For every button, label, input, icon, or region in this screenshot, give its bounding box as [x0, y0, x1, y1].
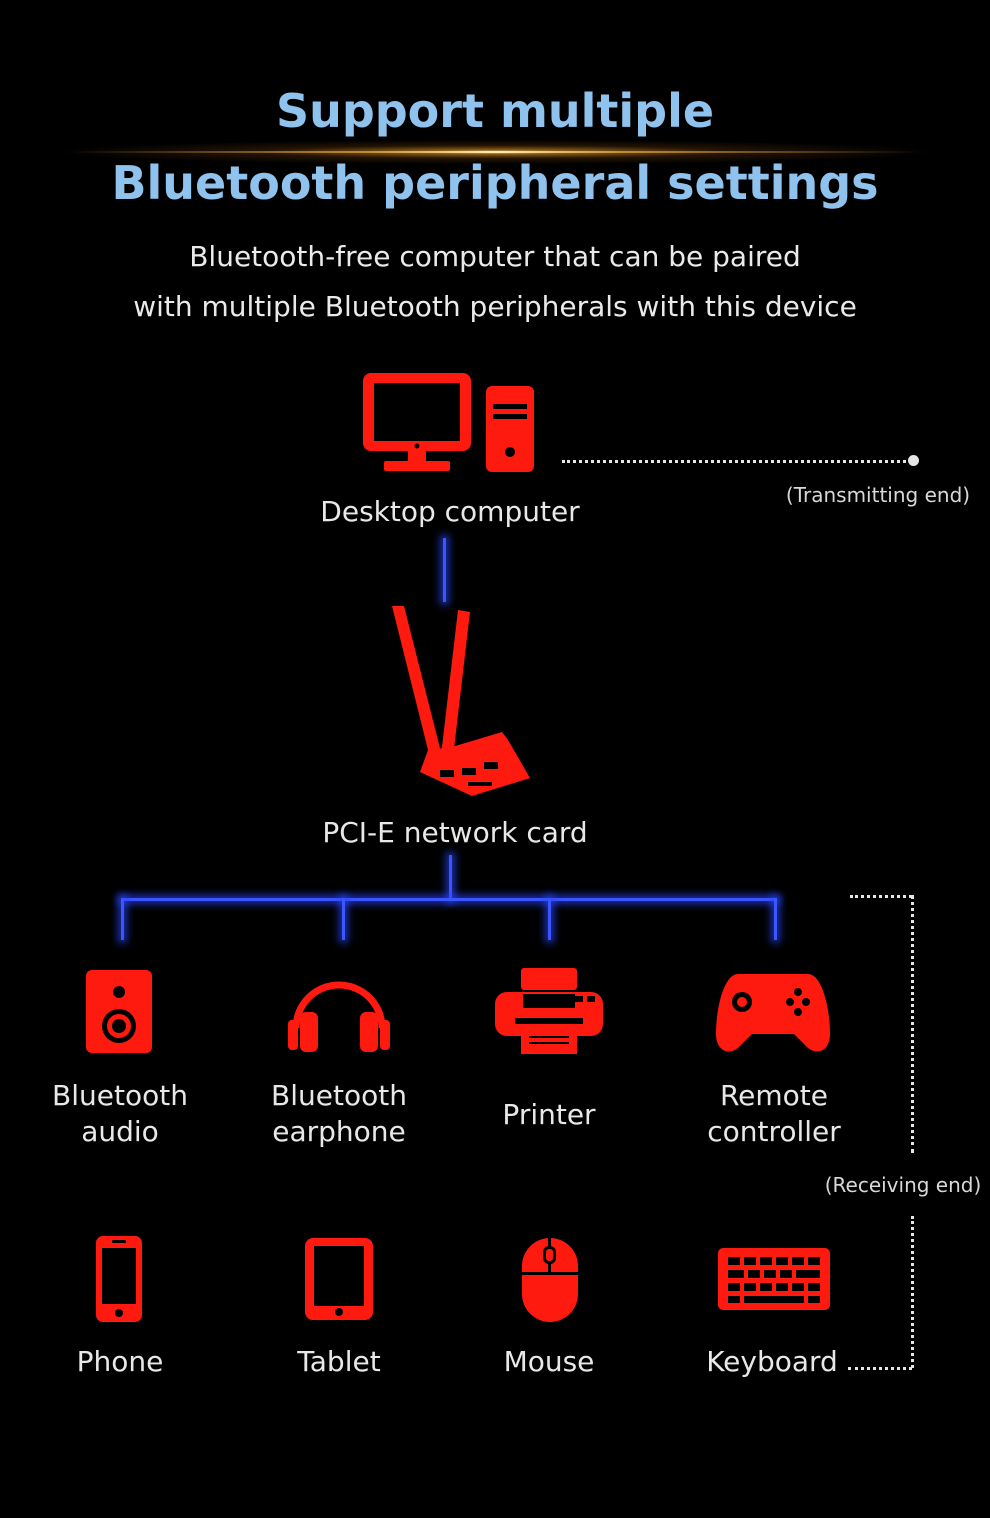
pcie-card-label: PCI-E network card [322, 816, 588, 849]
remote-controller-label-1: Remote [719, 1079, 829, 1112]
receive-dotted-top [850, 895, 912, 898]
bluetooth-earphone-label-1: Bluetooth [271, 1079, 407, 1112]
headphones-icon [284, 968, 394, 1054]
keyboard-icon [716, 1246, 832, 1312]
receive-dotted-upper [911, 895, 914, 1153]
printer-icon [493, 966, 605, 1056]
transmitting-end-note: (Transmitting end) [785, 483, 971, 507]
card-trunk-connector [449, 855, 452, 900]
subtitle-line-2: with multiple Bluetooth peripherals with… [133, 290, 857, 323]
remote-controller-label-2: controller [707, 1115, 841, 1148]
transmit-dot [908, 455, 919, 466]
mouse-icon [520, 1236, 580, 1324]
phone-icon [94, 1234, 144, 1324]
keyboard-label: Keyboard [706, 1345, 838, 1378]
gamepad-icon [714, 968, 832, 1056]
phone-label: Phone [76, 1345, 164, 1378]
speaker-icon [84, 968, 154, 1054]
bluetooth-audio-label-1: Bluetooth [52, 1079, 188, 1112]
receiving-end-note: (Receiving end) [824, 1173, 982, 1197]
bluetooth-earphone-label-2: earphone [272, 1115, 406, 1148]
mouse-label: Mouse [503, 1345, 595, 1378]
computer-card-connector [443, 538, 446, 602]
receive-dotted-lower [911, 1216, 914, 1368]
branch-earphone [342, 898, 345, 940]
title-flare-line [70, 151, 920, 153]
pcie-card-icon [380, 600, 540, 810]
printer-label: Printer [502, 1098, 596, 1131]
title-line-1: Support multiple [275, 84, 715, 138]
bluetooth-audio-label-2: audio [81, 1115, 159, 1148]
branch-printer [548, 898, 551, 940]
tablet-icon [303, 1236, 375, 1322]
branch-controller [774, 898, 777, 940]
title-line-2: Bluetooth peripheral settings [111, 156, 879, 210]
desktop-computer-icon [360, 370, 540, 475]
branch-connector [121, 898, 777, 901]
tablet-label: Tablet [297, 1345, 381, 1378]
transmit-dotted-line [562, 460, 912, 463]
subtitle-line-1: Bluetooth-free computer that can be pair… [189, 240, 801, 273]
desktop-computer-label: Desktop computer [320, 495, 580, 528]
branch-audio [121, 898, 124, 940]
receive-dotted-bottom [848, 1367, 912, 1370]
